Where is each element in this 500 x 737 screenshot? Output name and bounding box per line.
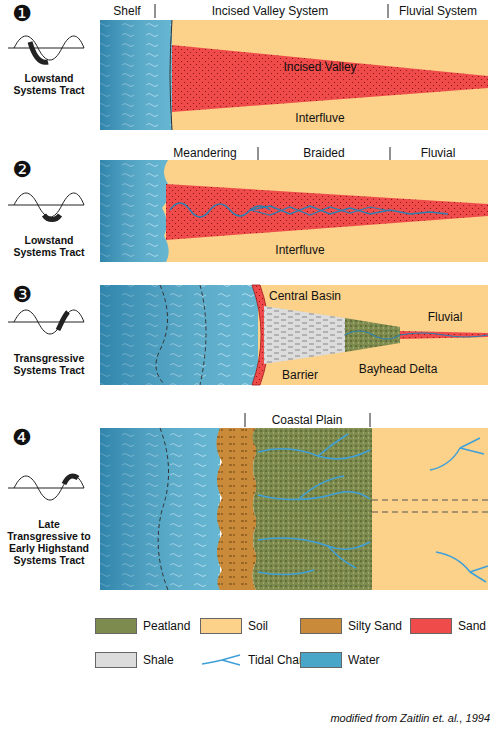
legend-label: Water [348, 653, 380, 667]
legend-swatch [410, 618, 452, 634]
legend-swatch [300, 618, 342, 634]
legend-swatch [300, 652, 342, 668]
caption: modified from Zaitlin et. al., 1994 [330, 712, 490, 724]
callout-number: ❶ [12, 2, 32, 26]
unit-label: Interfluve [295, 111, 344, 125]
zone-header: Braided [303, 146, 344, 160]
legend-label: Peatland [143, 619, 190, 633]
unit-label: Incised Valley [283, 60, 356, 74]
unit-label: Interfluve [275, 243, 324, 257]
callout-number: ❹ [12, 426, 32, 450]
unit-label: Fluvial [428, 310, 463, 324]
legend-label: Silty Sand [348, 619, 402, 633]
unit-label: Barrier [282, 368, 318, 382]
tract-label: Transgressive Systems Tract [3, 352, 95, 376]
unit-label: Central Basin [269, 289, 341, 303]
zone-header: Meandering [173, 146, 236, 160]
legend-label: Shale [143, 653, 174, 667]
legend-line-sample [200, 652, 242, 668]
legend-label: Soil [248, 619, 268, 633]
legend-swatch [200, 618, 242, 634]
tract-label: Late Transgressive to Early Highstand Sy… [3, 518, 95, 566]
legend-swatch [95, 618, 137, 634]
unit-label: Bayhead Delta [359, 362, 438, 376]
tract-label: Lowstand Systems Tract [3, 234, 95, 258]
callout-number: ❷ [12, 158, 32, 182]
zone-header: Fluvial [421, 146, 456, 160]
zone-header: Coastal Plain [272, 413, 343, 427]
callout-number: ❸ [12, 283, 32, 307]
legend-swatch [95, 652, 137, 668]
zone-header: Shelf [113, 4, 140, 18]
legend-label: Sand [458, 619, 486, 633]
zone-header: Incised Valley System [212, 4, 329, 18]
zone-header: Fluvial System [399, 4, 477, 18]
tract-label: Lowstand Systems Tract [3, 72, 95, 96]
